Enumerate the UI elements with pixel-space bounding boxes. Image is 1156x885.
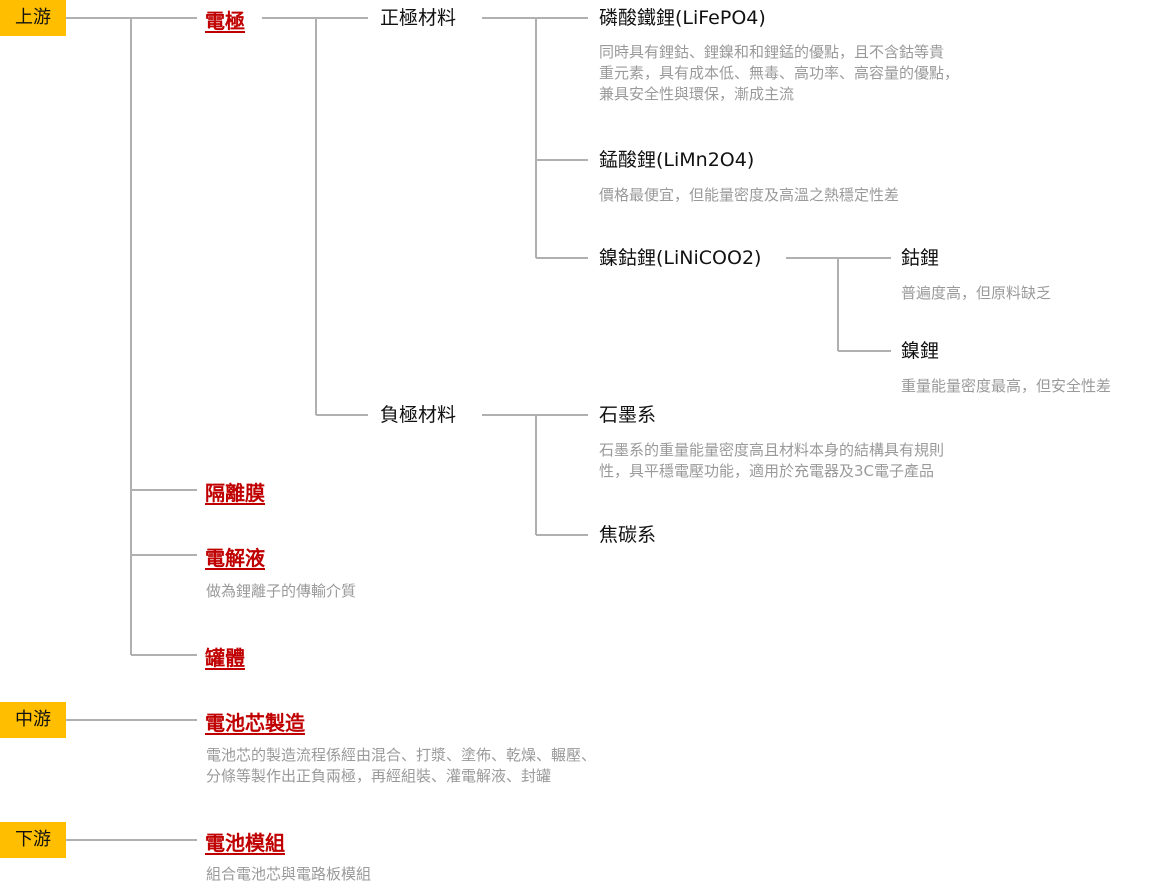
module-desc: 組合電池芯與電路板模組 [206, 865, 372, 883]
node-lfp: 磷酸鐵鋰(LiFePO4) [599, 7, 766, 29]
node-anode: 負極材料 [380, 404, 457, 426]
node-lmo: 錳酸鋰(LiMn2O4) [599, 149, 755, 171]
link-electrode[interactable]: 電極 [205, 9, 245, 33]
node-cathode: 正極材料 [380, 7, 457, 29]
lno-desc: 重量能量密度最高，但安全性差 [901, 377, 1112, 395]
lco-desc: 普遍度高，但原料缺乏 [901, 284, 1052, 302]
link-can[interactable]: 罐體 [205, 646, 245, 670]
link-electrolyte[interactable]: 電解液 [205, 546, 265, 570]
tier-midstream: 中游 [0, 702, 66, 738]
electrolyte-desc: 做為鋰離子的傳輸介質 [206, 582, 357, 600]
link-cell-manufacturing[interactable]: 電池芯製造 [205, 711, 305, 735]
node-nco: 鎳鈷鋰(LiNiCOO2) [599, 247, 762, 269]
graphite-desc: 石墨系的重量能量密度高且材料本身的結構具有規則 性，具平穩電壓功能，適用於充電器… [599, 441, 945, 480]
node-lco: 鈷鋰 [901, 247, 940, 269]
cell-desc: 電池芯的製造流程係經由混合、打漿、塗佈、乾燥、輾壓、 分條等製作出正負兩極，再經… [206, 746, 597, 785]
node-lno: 鎳鋰 [901, 340, 940, 362]
lmo-desc: 價格最便宜，但能量密度及高溫之熱穩定性差 [599, 186, 900, 204]
lfp-desc: 同時具有鋰鈷、鋰鎳和和鋰錳的優點，且不含鈷等貴 重元素，具有成本低、無毒、高功率… [599, 43, 960, 103]
tier-upstream: 上游 [0, 0, 66, 36]
link-separator[interactable]: 隔離膜 [205, 481, 265, 505]
node-coke: 焦碳系 [599, 524, 657, 546]
node-graphite: 石墨系 [599, 404, 657, 426]
link-battery-module[interactable]: 電池模組 [205, 831, 285, 855]
tier-downstream: 下游 [0, 822, 66, 858]
